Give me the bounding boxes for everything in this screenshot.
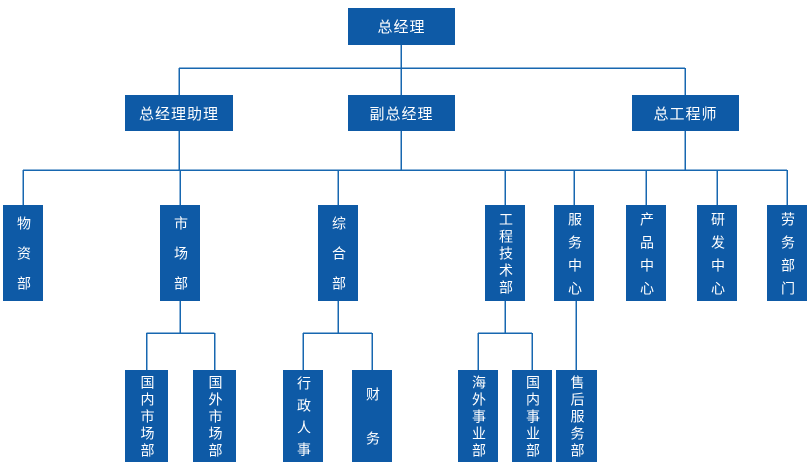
node-label: 行政人事: [295, 376, 311, 464]
node-service-center: 服务中心: [554, 205, 594, 304]
node-label: 综合部: [330, 216, 346, 306]
node-overseas-business-dept: 海外事业部: [458, 370, 498, 462]
node-label: 服务中心: [566, 211, 582, 304]
node-general-affairs-dept: 综合部: [318, 205, 358, 306]
node-label: 市场部: [172, 216, 188, 306]
node-label: 物资部: [15, 216, 31, 306]
node-label: 国内市场部: [138, 375, 155, 460]
node-deputy-gm: 副总经理: [348, 95, 455, 131]
node-gm-assistant: 总经理助理: [125, 95, 233, 131]
node-domestic-business-dept: 国内事业部: [512, 370, 552, 462]
node-label: 售后服务部: [568, 375, 585, 460]
node-general-manager: 总经理: [348, 8, 455, 45]
node-domestic-marketing-dept: 国内市场部: [125, 370, 168, 462]
node-materials-dept: 物资部: [3, 205, 43, 306]
node-finance-dept: 财务: [352, 370, 392, 469]
node-overseas-marketing-dept: 国外市场部: [193, 370, 236, 462]
node-label: 研发中心: [709, 211, 725, 304]
node-label: 工程技术部: [497, 212, 513, 297]
node-label: 劳务部门: [779, 211, 795, 304]
node-engineering-tech-dept: 工程技术部: [485, 205, 525, 301]
node-labor-dept: 劳务部门: [767, 205, 807, 304]
node-product-center: 产品中心: [626, 205, 666, 304]
node-chief-engineer: 总工程师: [632, 95, 739, 131]
node-admin-hr-dept: 行政人事: [283, 370, 323, 464]
node-label: 国外市场部: [206, 375, 223, 460]
node-rd-center: 研发中心: [697, 205, 737, 304]
node-label: 产品中心: [638, 211, 654, 304]
node-label: 财务: [364, 387, 380, 469]
node-after-sales-dept: 售后服务部: [556, 370, 597, 462]
node-label: 国内事业部: [524, 375, 540, 460]
node-label: 海外事业部: [470, 375, 486, 460]
node-marketing-dept: 市场部: [160, 205, 200, 306]
